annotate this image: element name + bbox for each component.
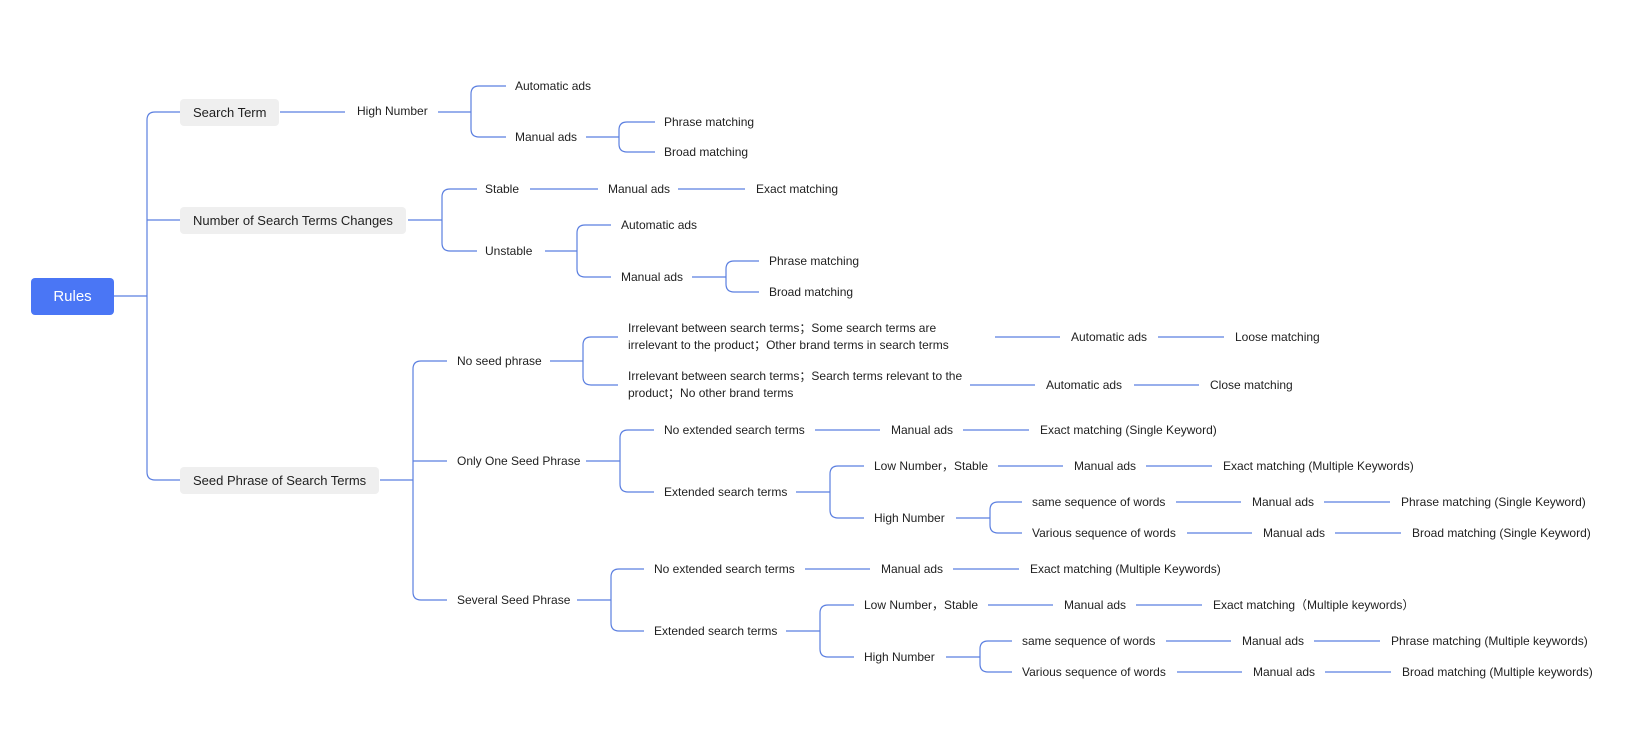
node-high-number[interactable]: High Number xyxy=(357,104,428,118)
node-one-high-number[interactable]: High Number xyxy=(874,511,945,525)
node-no-seed-automatic-ads-1[interactable]: Automatic ads xyxy=(1071,330,1148,344)
node-one-phrase-single[interactable]: Phrase matching (Single Keyword) xyxy=(1401,495,1586,509)
node-several-low-number-stable[interactable]: Low Number，Stable xyxy=(864,598,979,612)
node-only-one-seed[interactable]: Only One Seed Phrase xyxy=(457,454,581,468)
node-several-same-sequence[interactable]: same sequence of words xyxy=(1022,634,1156,648)
connector-bracket xyxy=(470,85,506,138)
node-phrase-matching[interactable]: Phrase matching xyxy=(664,115,755,129)
connector-bracket xyxy=(146,111,180,481)
connector-bracket xyxy=(576,224,611,278)
node-several-no-extended-manual-ads[interactable]: Manual ads xyxy=(881,562,944,576)
node-no-seed-automatic-ads-2[interactable]: Automatic ads xyxy=(1046,378,1123,392)
connector-bracket xyxy=(582,336,618,386)
node-several-exact-multiple-keywords[interactable]: Exact matching（Multiple keywords） xyxy=(1213,598,1415,612)
node-several-seed[interactable]: Several Seed Phrase xyxy=(457,593,571,607)
connector-bracket xyxy=(725,260,759,293)
node-manual-ads[interactable]: Manual ads xyxy=(515,130,578,144)
node-several-various-manual-ads[interactable]: Manual ads xyxy=(1253,665,1316,679)
node-unstable-phrase-matching[interactable]: Phrase matching xyxy=(769,254,860,268)
node-no-seed-phrase[interactable]: No seed phrase xyxy=(457,354,542,368)
category-seed-phrase[interactable]: Seed Phrase of Search Terms xyxy=(180,467,380,494)
node-several-broad-multiple[interactable]: Broad matching (Multiple keywords) xyxy=(1402,665,1593,679)
node-several-high-number[interactable]: High Number xyxy=(864,650,935,664)
node-one-broad-single[interactable]: Broad matching (Single Keyword) xyxy=(1412,526,1591,540)
node-several-same-manual-ads[interactable]: Manual ads xyxy=(1242,634,1305,648)
node-one-same-sequence[interactable]: same sequence of words xyxy=(1032,495,1166,509)
node-several-no-extended[interactable]: No extended search terms xyxy=(654,562,795,576)
connector-bracket xyxy=(610,568,644,632)
node-one-low-number-stable[interactable]: Low Number，Stable xyxy=(874,459,989,473)
connector-bracket xyxy=(819,604,854,658)
node-one-no-extended[interactable]: No extended search terms xyxy=(664,423,805,437)
node-exact-matching[interactable]: Exact matching xyxy=(756,182,839,196)
node-no-seed-condition-2[interactable]: Irrelevant between search terms；Search t… xyxy=(628,369,963,400)
node-several-extended[interactable]: Extended search terms xyxy=(654,624,778,638)
node-one-no-extended-manual-ads[interactable]: Manual ads xyxy=(891,423,954,437)
node-loose-matching[interactable]: Loose matching xyxy=(1235,330,1320,344)
connector-bracket xyxy=(619,429,654,493)
node-one-extended[interactable]: Extended search terms xyxy=(664,485,788,499)
node-unstable[interactable]: Unstable xyxy=(485,244,533,258)
node-close-matching[interactable]: Close matching xyxy=(1210,378,1293,392)
node-unstable-broad-matching[interactable]: Broad matching xyxy=(769,285,854,299)
category-search-terms-changes[interactable]: Number of Search Terms Changes xyxy=(180,207,406,234)
connector-bracket xyxy=(989,501,1022,534)
node-no-seed-condition-1[interactable]: Irrelevant between search terms；Some sea… xyxy=(628,321,949,352)
node-several-low-manual-ads[interactable]: Manual ads xyxy=(1064,598,1127,612)
root-node-rules[interactable]: Rules xyxy=(31,278,114,315)
node-automatic-ads[interactable]: Automatic ads xyxy=(515,79,592,93)
node-one-various-sequence[interactable]: Various sequence of words xyxy=(1032,526,1176,540)
node-one-exact-single[interactable]: Exact matching (Single Keyword) xyxy=(1040,423,1217,437)
node-several-exact-multiple[interactable]: Exact matching (Multiple Keywords) xyxy=(1030,562,1221,576)
node-one-low-manual-ads[interactable]: Manual ads xyxy=(1074,459,1137,473)
connector-bracket xyxy=(829,465,864,519)
node-one-exact-multiple[interactable]: Exact matching (Multiple Keywords) xyxy=(1223,459,1414,473)
node-several-various-sequence[interactable]: Various sequence of words xyxy=(1022,665,1166,679)
connector-bracket xyxy=(412,360,447,601)
node-several-phrase-multiple[interactable]: Phrase matching (Multiple keywords) xyxy=(1391,634,1588,648)
connector-bracket xyxy=(979,640,1012,673)
node-one-same-manual-ads[interactable]: Manual ads xyxy=(1252,495,1315,509)
node-one-various-manual-ads[interactable]: Manual ads xyxy=(1263,526,1326,540)
node-unstable-manual-ads[interactable]: Manual ads xyxy=(621,270,684,284)
node-broad-matching[interactable]: Broad matching xyxy=(664,145,749,159)
connector-bracket xyxy=(618,121,655,153)
connector-bracket xyxy=(441,188,477,252)
node-stable-manual-ads[interactable]: Manual ads xyxy=(608,182,671,196)
node-stable[interactable]: Stable xyxy=(485,182,520,196)
node-unstable-automatic-ads[interactable]: Automatic ads xyxy=(621,218,698,232)
category-search-term[interactable]: Search Term xyxy=(180,99,280,126)
